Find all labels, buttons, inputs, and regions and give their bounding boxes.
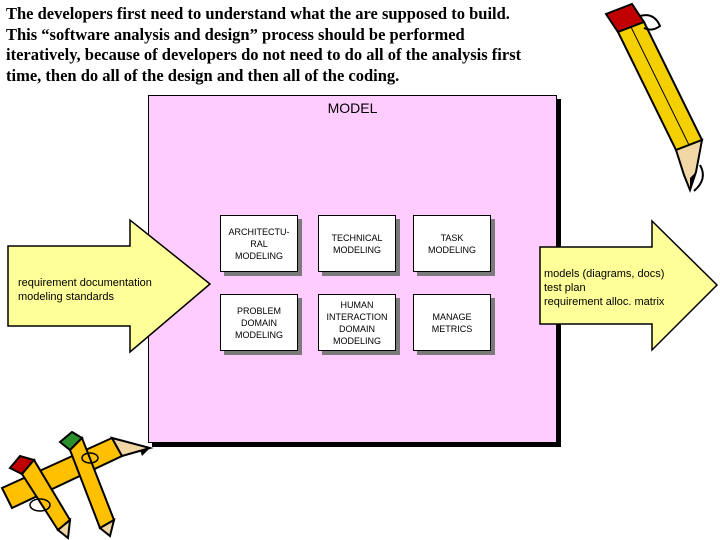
input-arrow-label: requirement documentation modeling stand… — [18, 277, 152, 303]
model-title: MODEL — [327, 100, 378, 116]
input-arrow — [7, 218, 212, 354]
task-modeling-box: TASK MODELING — [413, 215, 491, 272]
human-interaction-domain-modeling-box: HUMAN INTERACTION DOMAIN MODELING — [318, 294, 396, 351]
pencil-top-right-icon — [604, 2, 704, 193]
architectural-modeling-box: ARCHITECTU- RAL MODELING — [220, 215, 298, 272]
output-arrow-label: models (diagrams, docs) test plan requir… — [544, 268, 665, 308]
intro-text: The developers first need to understand … — [6, 4, 522, 85]
output-arrow — [539, 219, 719, 352]
manage-metrics-box: MANAGE METRICS — [413, 294, 491, 351]
model-box: MODEL — [148, 95, 557, 443]
problem-domain-modeling-box: PROBLEM DOMAIN MODELING — [220, 294, 298, 351]
pencils-bottom-left-icon — [0, 430, 154, 540]
technical-modeling-box: TECHNICAL MODELING — [318, 215, 396, 272]
